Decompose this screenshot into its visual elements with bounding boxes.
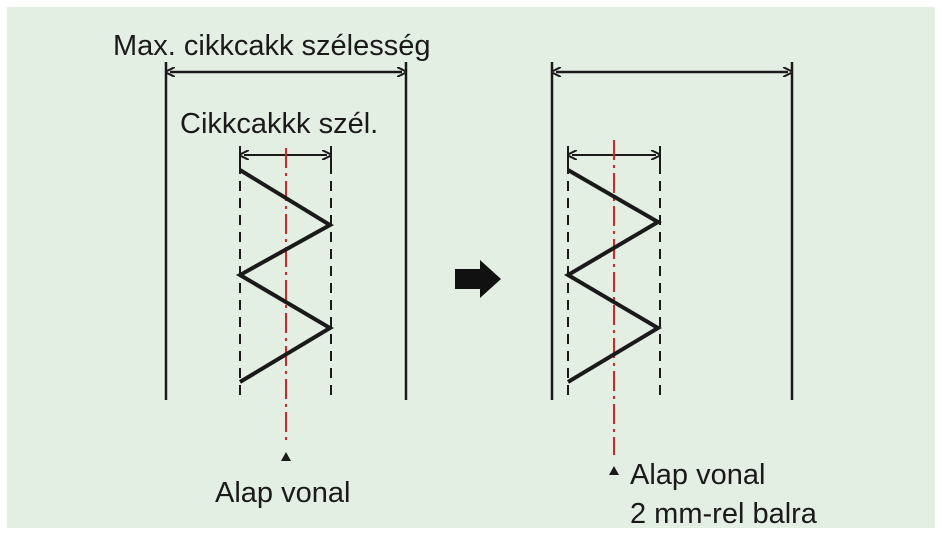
left-figure: Max. cikkcakk szélesség Cikkcakkk szél. bbox=[113, 30, 431, 509]
max-width-label: Max. cikkcakk szélesség bbox=[113, 30, 431, 62]
shifted-base-line-label-1: Alap vonal bbox=[630, 459, 765, 491]
right-arrow-icon bbox=[455, 260, 501, 298]
shifted-base-line-label-2: 2 mm-rel balra bbox=[630, 498, 818, 530]
right-up-triangle-icon bbox=[609, 466, 619, 475]
zigzag-width-label: Cikkcakkk szél. bbox=[180, 108, 378, 140]
up-triangle-icon bbox=[281, 452, 291, 461]
diagram-panel bbox=[7, 7, 935, 528]
max-width-dimension bbox=[164, 62, 408, 82]
base-line-label: Alap vonal bbox=[215, 477, 350, 509]
right-figure: Alap vonal 2 mm-rel balra bbox=[550, 62, 818, 530]
right-max-width-dimension bbox=[550, 62, 794, 82]
right-zigzag-stitch bbox=[564, 168, 662, 384]
zigzag-stitch bbox=[235, 168, 334, 384]
